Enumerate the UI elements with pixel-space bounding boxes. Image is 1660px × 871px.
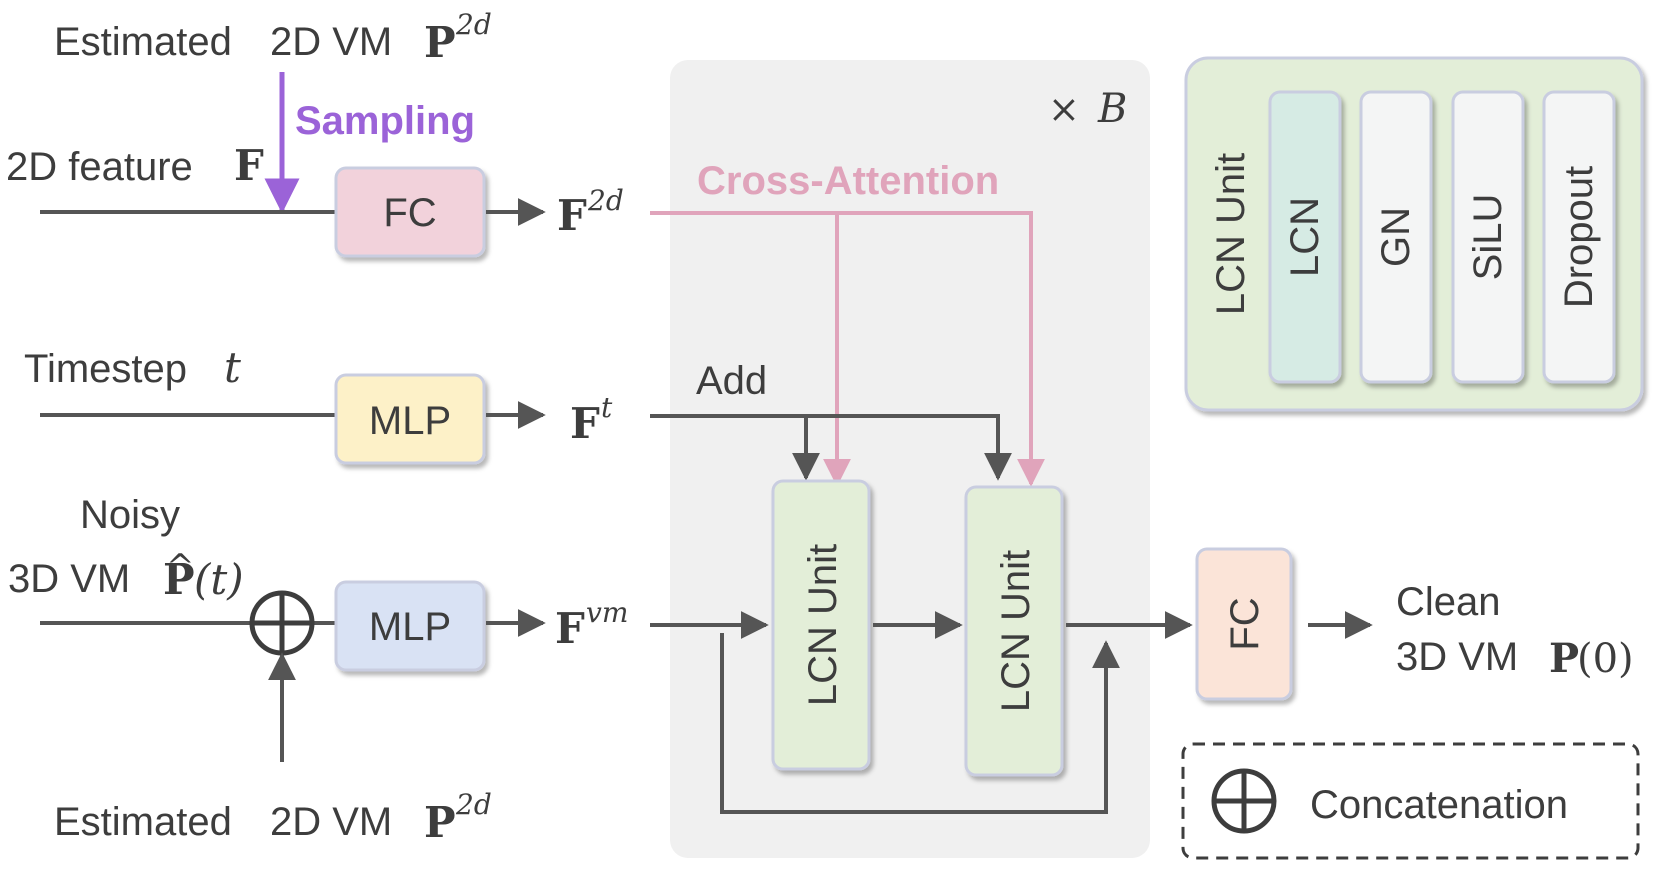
estimated-2d-vm-top-sup: 2d xyxy=(455,8,492,41)
lcn-unit-2-block xyxy=(964,485,1064,777)
fc-out-block xyxy=(1195,547,1293,701)
timestep-label: Timestep xyxy=(24,347,187,391)
clean-label: Clean xyxy=(1396,580,1501,624)
timestep-t: t xyxy=(224,343,241,392)
mlp-vm-block xyxy=(334,580,486,672)
estimated-2d-vm-bottom-label: Estimated xyxy=(54,800,232,844)
noisy-3d-label: 3D VM xyxy=(8,557,130,601)
ft-sup: t xyxy=(601,391,613,424)
sampling-label: Sampling xyxy=(295,99,475,143)
lcn-legend-title: LCN Unit xyxy=(1209,153,1253,315)
noisy-hat: ^ xyxy=(166,547,195,587)
mlp-t-label: MLP xyxy=(369,399,451,443)
lcn-unit-2-label: LCN Unit xyxy=(994,550,1038,712)
feature-label: 2D feature xyxy=(6,145,193,189)
noisy-P: P xyxy=(163,555,195,604)
cross-attention-label: Cross-Attention xyxy=(697,159,999,203)
fc-in-label: FC xyxy=(383,191,436,235)
add-line xyxy=(650,414,1012,481)
estimated-2d-vm-bottom-P: P xyxy=(424,798,456,847)
fc-out-label: FC xyxy=(1223,597,1267,650)
f2d-F: F xyxy=(557,191,587,240)
legend-dropout-block xyxy=(1542,90,1616,384)
add-label: Add xyxy=(696,359,767,403)
legend-lcn-label: LCN xyxy=(1283,197,1327,277)
legend-gn-label: GN xyxy=(1374,207,1418,267)
fvm-F: F xyxy=(555,604,585,653)
estimated-2d-vm-top-label: Estimated xyxy=(54,20,232,64)
fc-in-block xyxy=(334,166,486,258)
estimated-2d-vm-top-label-2: 2D VM xyxy=(270,20,392,64)
noisy-label: Noisy xyxy=(80,493,180,537)
legend-silu-label: SiLU xyxy=(1466,194,1510,281)
concat-legend-box xyxy=(1181,742,1640,860)
clean-arg: (0) xyxy=(1577,636,1634,682)
cross-attention-line xyxy=(650,211,1045,487)
lcn-unit-1-label: LCN Unit xyxy=(801,544,845,706)
noisy-arg: (t) xyxy=(194,555,244,604)
estimated-2d-vm-bottom-sup: 2d xyxy=(455,788,492,821)
feature-F: F xyxy=(234,141,264,190)
estimated-2d-vm-top-P: P xyxy=(424,18,456,67)
estimated-2d-vm-bottom-label-2: 2D VM xyxy=(270,800,392,844)
legend-silu-block xyxy=(1451,90,1525,384)
legend-lcn-block xyxy=(1268,90,1342,384)
repeat-times: × xyxy=(1048,87,1080,131)
clean-P: P xyxy=(1549,635,1579,682)
repeat-count: B xyxy=(1097,86,1127,132)
mlp-t-block xyxy=(334,373,486,465)
residual-connection xyxy=(720,633,1120,814)
clean-3d-label: 3D VM xyxy=(1396,635,1518,679)
mlp-vm-label: MLP xyxy=(369,605,451,649)
ft-F: F xyxy=(570,399,600,448)
f2d-sup: 2d xyxy=(587,184,624,217)
legend-gn-block xyxy=(1359,90,1433,384)
fvm-sup: vm xyxy=(586,596,628,629)
lcn-unit-1-block xyxy=(771,479,871,771)
concat-legend-label: Concatenation xyxy=(1310,783,1568,827)
legend-dropout-label: Dropout xyxy=(1557,166,1601,308)
